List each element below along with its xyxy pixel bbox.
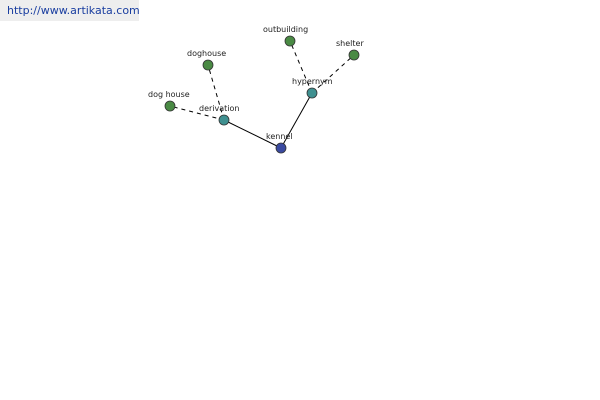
node-dog-house[interactable] <box>164 100 176 112</box>
node-outbuilding[interactable] <box>284 35 296 47</box>
edge-derivation-doghouse <box>207 64 225 121</box>
edge-hypernym-shelter <box>311 54 355 94</box>
node-shelter[interactable] <box>348 49 360 61</box>
node-label-outbuilding[interactable]: outbuilding <box>263 25 308 34</box>
node-label-hypernym[interactable]: hypernym <box>292 77 333 86</box>
site-url-bar: http://www.artikata.com <box>0 0 140 21</box>
nodes-layer <box>164 35 360 154</box>
site-url-link[interactable]: http://www.artikata.com <box>7 4 140 17</box>
edge-kennel-derivation <box>223 119 282 149</box>
node-kennel[interactable] <box>275 142 287 154</box>
labels-layer: kennel derivation hypernym doghouse dog hous… <box>148 25 364 141</box>
node-label-dog-house[interactable]: dog house <box>148 90 190 99</box>
node-derivation[interactable] <box>218 114 230 126</box>
node-doghouse[interactable] <box>202 59 214 71</box>
edge-derivation-dog-house <box>169 105 225 121</box>
edge-hypernym-outbuilding <box>289 40 313 94</box>
node-hypernym[interactable] <box>306 87 318 99</box>
node-label-derivation[interactable]: derivation <box>199 104 239 113</box>
edge-kennel-hypernym <box>280 92 313 149</box>
node-label-shelter[interactable]: shelter <box>336 39 364 48</box>
node-label-doghouse[interactable]: doghouse <box>187 49 226 58</box>
edges-layer <box>169 40 355 149</box>
node-label-kennel[interactable]: kennel <box>266 132 293 141</box>
